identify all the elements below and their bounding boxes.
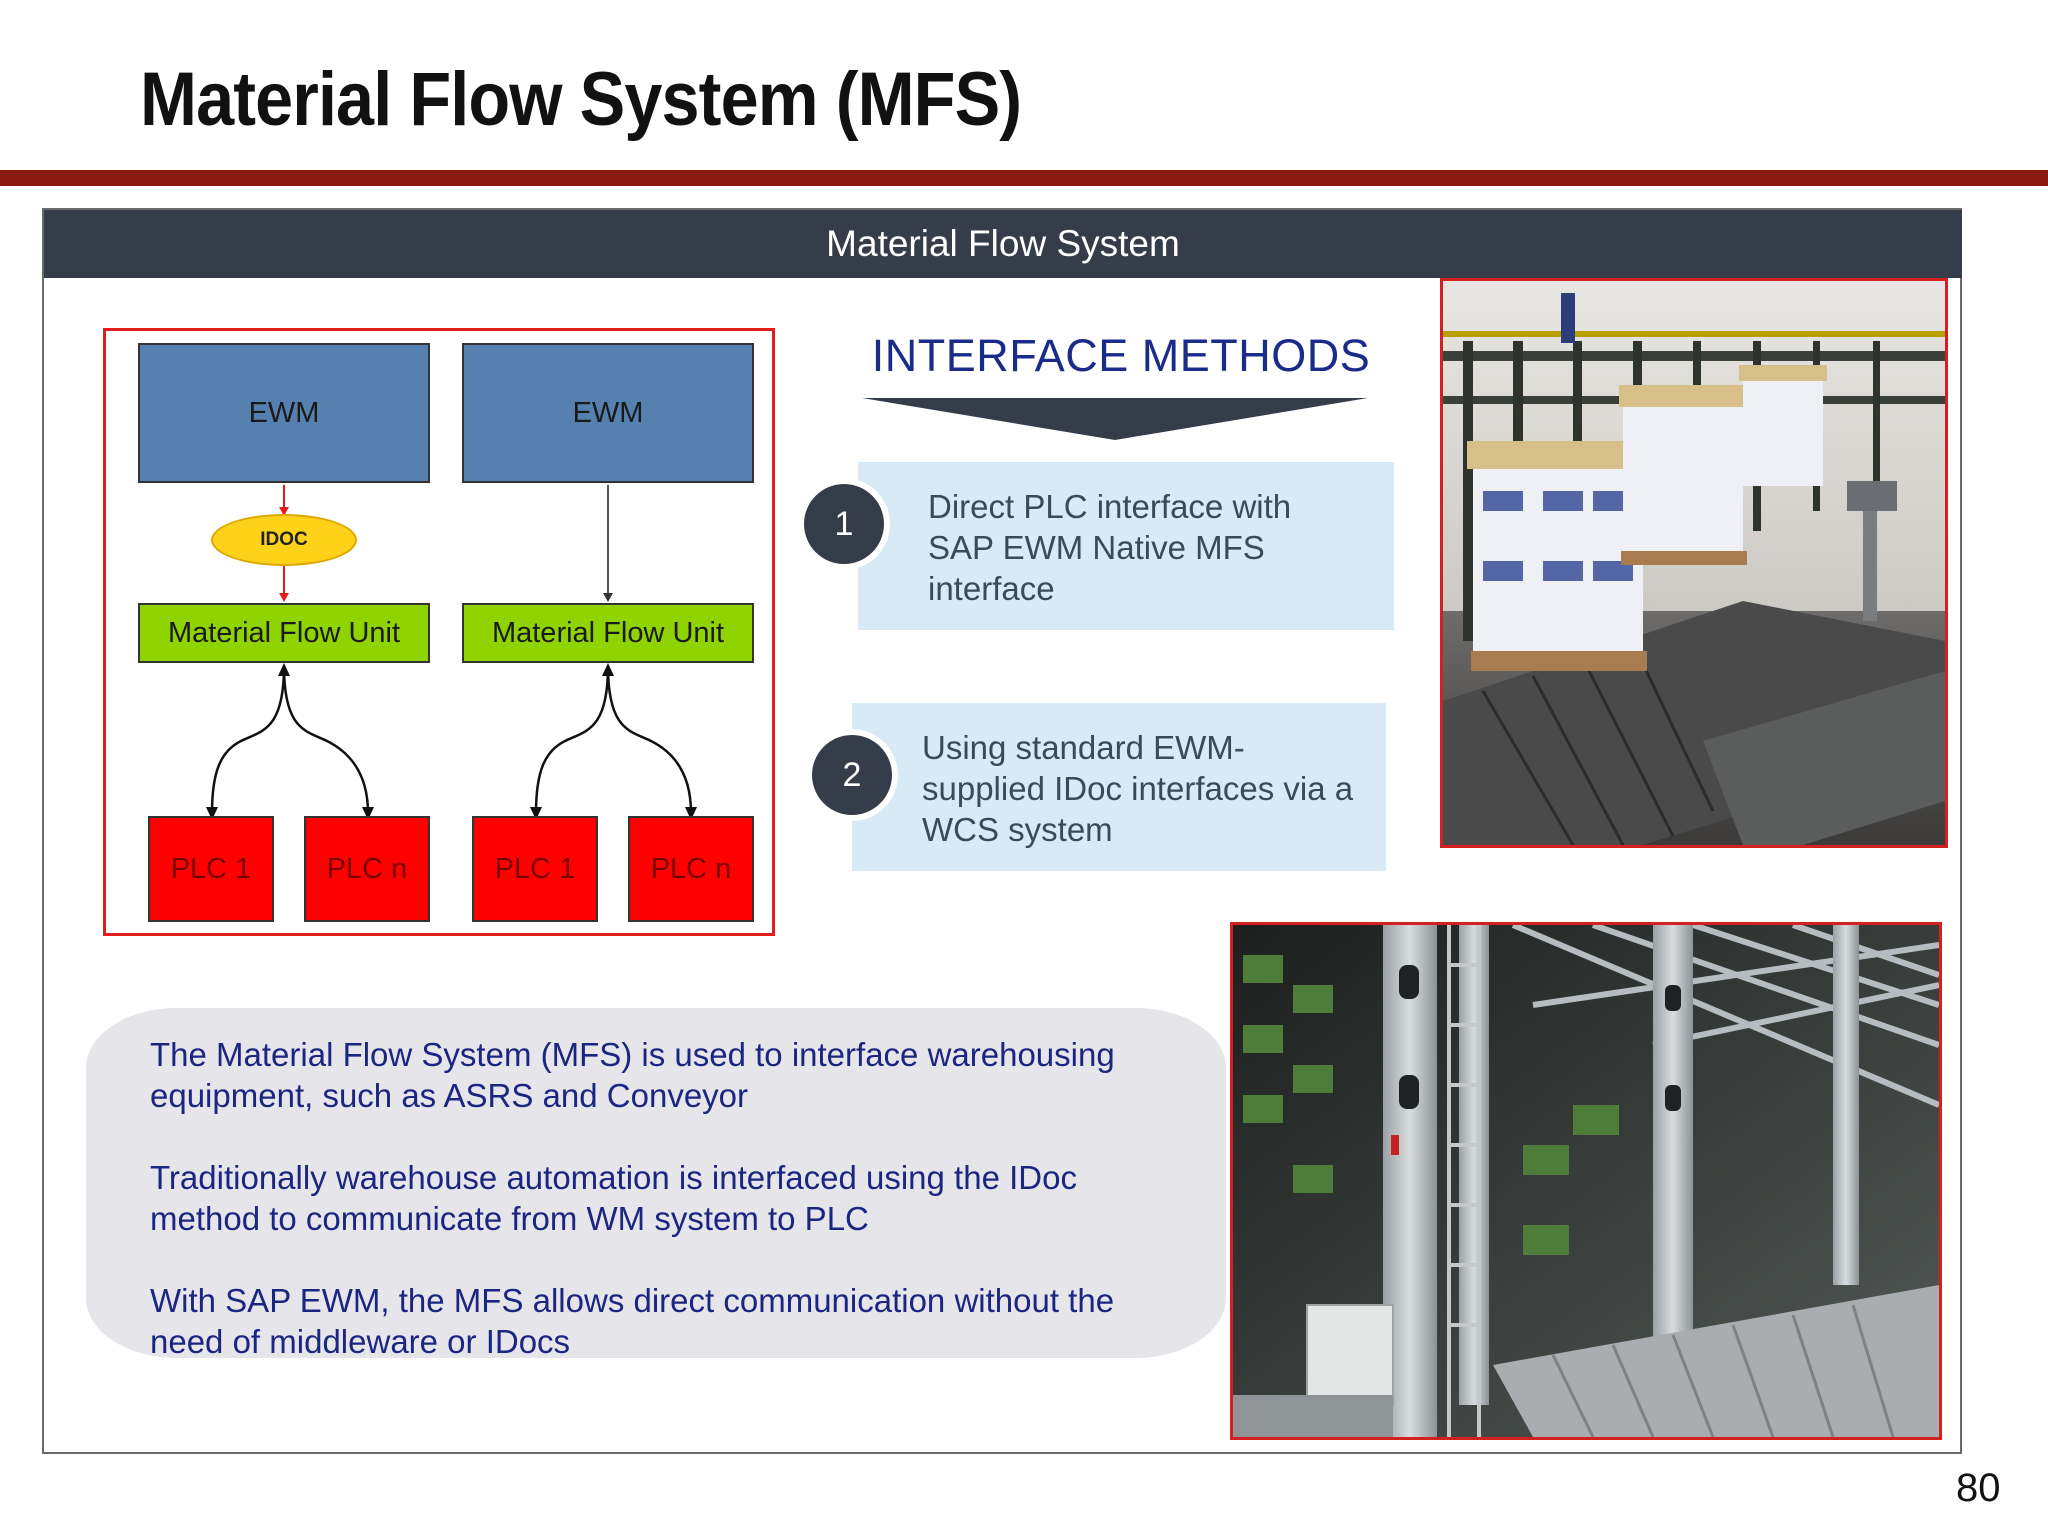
material-flow-unit-right: Material Flow Unit: [462, 603, 754, 663]
chevron-down-icon: [862, 398, 1368, 440]
arrowhead-icon: [206, 807, 218, 820]
arrowhead-icon: [279, 507, 289, 516]
method-2-badge: 2: [812, 735, 892, 815]
method-card-2: Using standard EWM- supplied IDoc interf…: [852, 703, 1386, 871]
method-1-badge: 1: [804, 484, 884, 564]
mfu-to-plc1-connector: [534, 665, 610, 814]
description-line: The Material Flow System (MFS) is used t…: [150, 1036, 1115, 1073]
asrs-warehouse-image: [1233, 925, 1939, 1437]
plc-box-left-1: PLC 1: [148, 816, 274, 922]
panel-header: Material Flow System: [44, 210, 1962, 278]
arrowhead-icon: [530, 807, 542, 820]
arrowhead-icon: [603, 593, 613, 602]
method-2-text: Using standard EWM- supplied IDoc interf…: [922, 727, 1353, 850]
asrs-photo: [1230, 922, 1942, 1440]
arrowhead-icon: [602, 663, 614, 676]
method-1-line: SAP EWM Native MFS: [928, 529, 1265, 566]
method-1-text: Direct PLC interface with SAP EWM Native…: [928, 486, 1291, 609]
page-number: 80: [1956, 1466, 2001, 1510]
description-paragraph-2: Traditionally warehouse automation is in…: [150, 1157, 1210, 1239]
description-line: method to communicate from WM system to …: [150, 1200, 869, 1237]
plc-box-right-n: PLC n: [628, 816, 754, 922]
arrowhead-icon: [685, 807, 697, 820]
description-line: Traditionally warehouse automation is in…: [150, 1159, 1077, 1196]
method-card-1: Direct PLC interface with SAP EWM Native…: [858, 462, 1394, 630]
slide-title: Material Flow System (MFS): [140, 57, 1022, 142]
interface-methods-title: INTERFACE METHODS: [871, 330, 1371, 381]
method-2-line: supplied IDoc interfaces via a: [922, 770, 1354, 807]
conveyor-pallets-image: [1443, 281, 1945, 845]
mfu-to-plcn-connector: [282, 665, 370, 814]
plc-box-left-n: PLC n: [304, 816, 430, 922]
method-1-line: Direct PLC interface with: [928, 488, 1292, 525]
conveyor-photo: [1440, 278, 1948, 848]
ewm-box-left: EWM: [138, 343, 430, 483]
method-1-line: interface: [928, 570, 1055, 607]
description-line: With SAP EWM, the MFS allows direct comm…: [150, 1282, 1115, 1319]
diagram-connectors: [206, 485, 697, 820]
arrowhead-icon: [362, 807, 374, 820]
mfu-to-plc1-connector: [210, 665, 286, 814]
method-2-line: Using standard EWM-: [922, 729, 1245, 766]
description-paragraph-3: With SAP EWM, the MFS allows direct comm…: [150, 1280, 1210, 1362]
mfu-to-plcn-connector: [606, 665, 693, 814]
description-line: equipment, such as ASRS and Conveyor: [150, 1077, 749, 1114]
material-flow-unit-left: Material Flow Unit: [138, 603, 430, 663]
description-line: need of middleware or IDocs: [150, 1323, 571, 1360]
description-paragraph-1: The Material Flow System (MFS) is used t…: [150, 1034, 1210, 1116]
method-2-line: WCS system: [922, 811, 1113, 848]
description-bubble: [86, 1008, 1226, 1358]
arrowhead-icon: [278, 663, 290, 676]
plc-box-right-1: PLC 1: [472, 816, 598, 922]
arrowhead-icon: [279, 593, 289, 602]
title-divider: [0, 170, 2048, 186]
architecture-diagram: EWM IDOC Material Flow Unit PLC 1 PLC n …: [103, 328, 775, 936]
ewm-box-right: EWM: [462, 343, 754, 483]
idoc-ellipse: IDOC: [211, 514, 357, 566]
